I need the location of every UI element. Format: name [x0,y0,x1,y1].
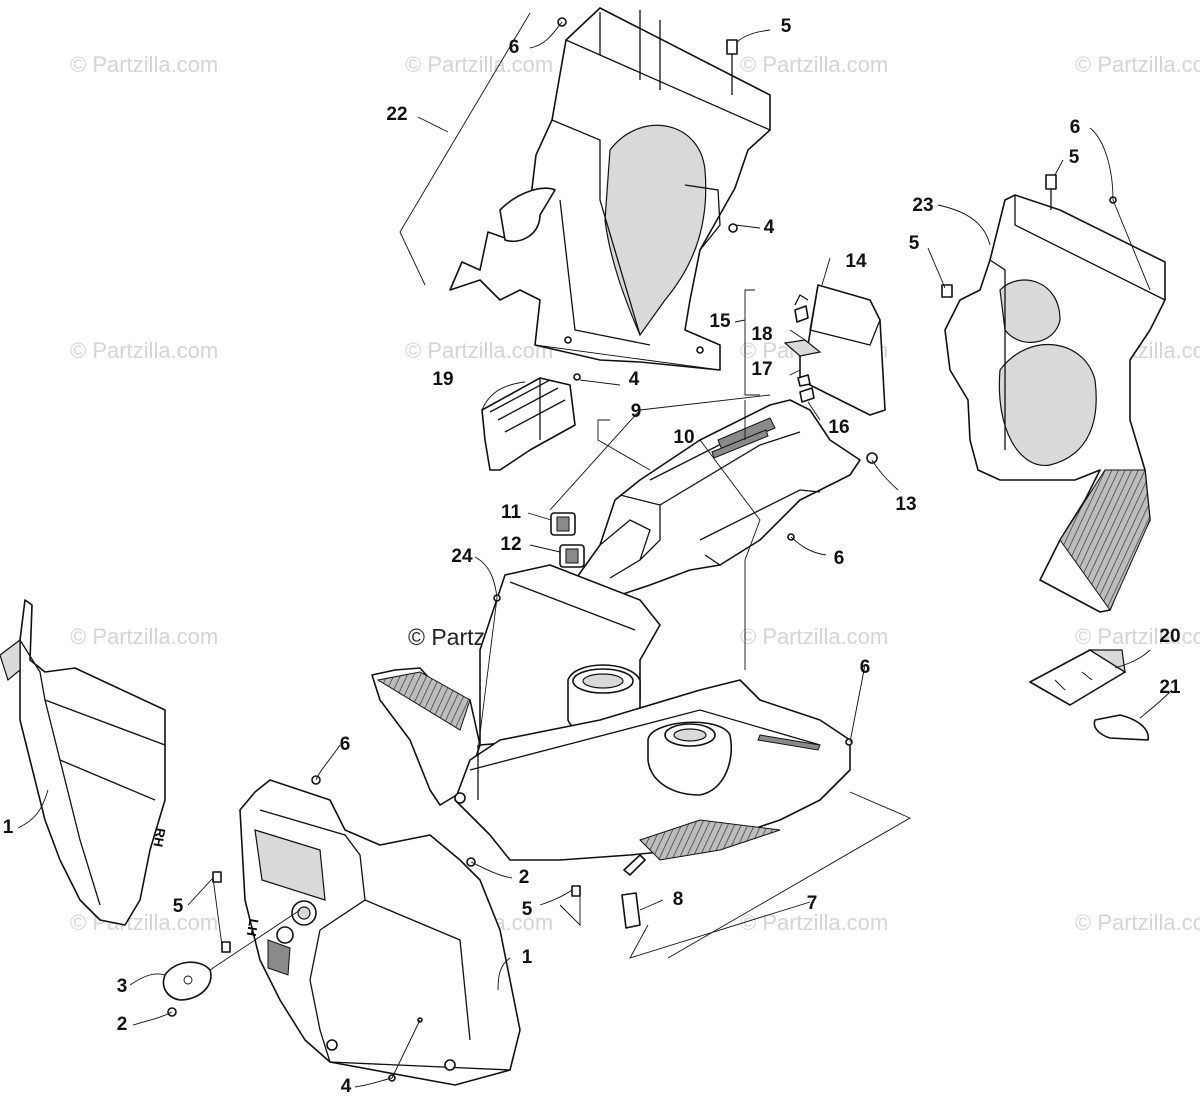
callout-4: 4 [763,217,775,238]
part-9-console [574,399,861,601]
callout-2: 2 [116,1014,128,1035]
callout-8: 8 [672,889,684,910]
callout-13: 13 [895,494,917,515]
callout-2: 2 [518,867,530,888]
callout-11: 11 [500,502,522,523]
fasteners [167,373,853,1082]
watermark: © Partzilla.com [405,52,554,77]
callout-6: 6 [833,548,845,569]
part-12-switch [559,544,585,568]
part-3-cap [162,961,212,1001]
part-8-bracket [621,854,646,929]
watermark: © Partzilla.com [1075,910,1200,935]
callout-5: 5 [172,896,184,917]
callout-15: 15 [709,311,731,332]
part-21-strap [1093,714,1149,741]
watermark: © Partzilla.com [740,624,889,649]
part-19-bracket [481,377,576,471]
callout-5: 5 [908,233,920,254]
rh-decal: RH [150,826,169,849]
part-14-cover [783,284,886,416]
callout-6: 6 [508,37,520,58]
leader-lines [17,12,1173,1088]
callout-18: 18 [751,324,773,345]
part-7-floor-pan [371,564,851,861]
part-22-inner-panel [449,7,771,371]
callout-5: 5 [521,899,533,920]
part-1-side-panel-lh [239,779,521,1086]
part-16-clip [799,387,815,403]
callout-10: 10 [673,427,695,448]
watermark: © Partzilla.com [1075,52,1200,77]
callout-23: 23 [912,195,934,216]
watermark: © Partzilla.com [70,52,219,77]
callout-5: 5 [780,16,792,37]
part-11-switch [550,512,576,536]
callout-22: 22 [386,104,408,125]
watermark: © Partzilla.com [405,338,554,363]
part-1-side-panel-rh [0,599,166,926]
part-20-decal [1029,649,1126,706]
callout-17: 17 [751,359,773,380]
part-18-clip [794,305,809,323]
callout-4: 4 [340,1076,352,1097]
part-17-clip [797,374,811,387]
callout-20: 20 [1159,626,1181,647]
callout-9: 9 [630,401,642,422]
watermark: © Partzilla.com [740,52,889,77]
callout-6: 6 [339,734,351,755]
callout-4: 4 [628,369,640,390]
watermark: © Partzilla.com [70,624,219,649]
watermark: © Partzilla.com [740,910,889,935]
callout-19: 19 [432,369,454,390]
callout-6: 6 [1069,117,1081,138]
watermark: © Partzilla.com [70,338,219,363]
lh-decal: LH [243,917,262,938]
callout-6: 6 [859,657,871,678]
callout-24: 24 [451,546,473,567]
callout-21: 21 [1159,677,1181,698]
callout-1: 1 [521,947,533,968]
callout-3: 3 [116,976,128,997]
callout-14: 14 [845,251,867,272]
part-13-nut [866,452,878,464]
callout-16: 16 [828,417,850,438]
callout-12: 12 [500,534,522,555]
callout-5: 5 [1068,147,1080,168]
watermark: © Partzilla.com [1075,624,1200,649]
part-23-inner-panel [941,174,1166,613]
callout-1: 1 [2,817,14,838]
callout-7: 7 [806,893,818,914]
